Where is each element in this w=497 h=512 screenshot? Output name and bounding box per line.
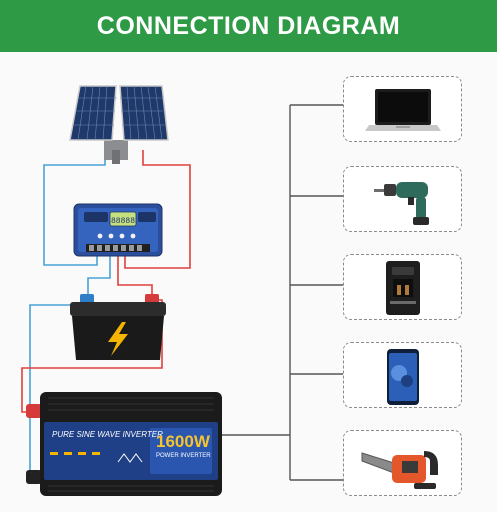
inverter-title: PURE SINE WAVE INVERTER	[52, 430, 163, 439]
charge-controller-icon	[73, 203, 163, 257]
coffee-machine-icon	[386, 261, 420, 315]
page-title: CONNECTION DIAGRAM	[96, 11, 401, 40]
controller-screen-text: 88888	[111, 217, 135, 226]
load-chainsaw	[343, 430, 462, 496]
wire-controller-battery-positive	[117, 248, 153, 300]
battery-lightning-icon	[70, 294, 166, 360]
load-drill	[343, 166, 462, 232]
solar-panel-icon	[69, 85, 169, 164]
wire-panel-controller-positive	[124, 150, 191, 269]
chainsaw-icon	[361, 451, 438, 489]
inverter-subtitle: POWER INVERTER	[156, 453, 211, 459]
inverter-power: 1600W	[156, 432, 210, 451]
drill-icon	[374, 182, 429, 225]
wire-battery-inverter-positive	[21, 299, 163, 413]
wire-panel-controller-negative	[43, 152, 106, 266]
load-laptop	[343, 76, 462, 142]
load-coffee-machine	[343, 254, 462, 320]
wiring-layer: 88888	[21, 85, 343, 496]
wire-controller-battery-negative	[87, 248, 111, 300]
load-smartphone	[343, 342, 462, 408]
smartphone-icon	[387, 349, 419, 405]
inverter-icon	[26, 392, 222, 496]
diagram-area: 88888 PUR	[0, 52, 497, 512]
laptop-icon	[365, 89, 441, 131]
header-banner: CONNECTION DIAGRAM	[0, 0, 497, 52]
